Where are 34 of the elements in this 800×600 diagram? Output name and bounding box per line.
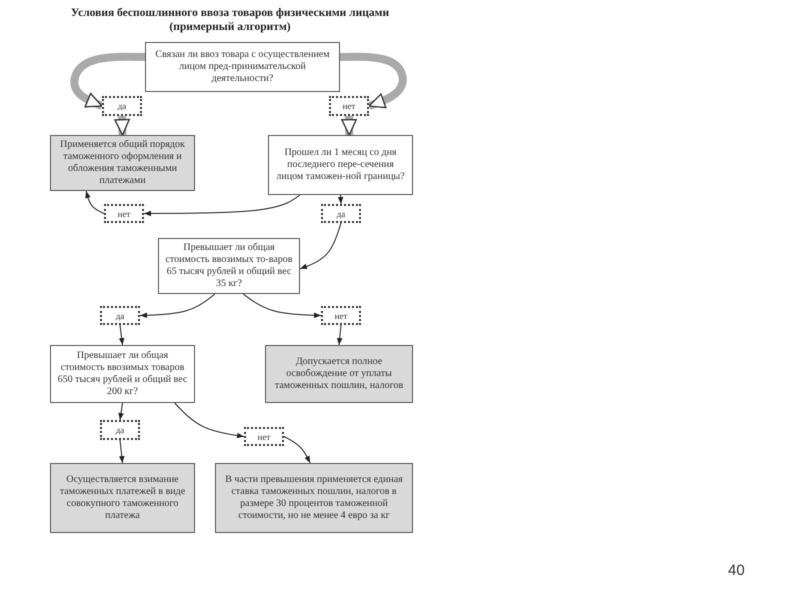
answer-box: да bbox=[100, 420, 140, 440]
answer-box: нет bbox=[244, 427, 284, 446]
arrow bbox=[338, 194, 344, 204]
arrow bbox=[174, 402, 244, 438]
question-box: Превышает ли общая стоимость ввозимых то-варов 65 тысяч рублей и общий вес 35 кг? bbox=[158, 238, 300, 294]
arrow bbox=[140, 294, 216, 318]
answer-box: да bbox=[321, 204, 361, 223]
result-box: В части превышения применяется единая ставка таможенных пошлин, налогов в размере 30 процентов таможенной стоимости, но не менее 4 евро за кг bbox=[215, 463, 413, 533]
arrow bbox=[144, 194, 300, 216]
block-arrow bbox=[70, 52, 146, 110]
question-box: Связан ли ввоз товара с осуществлением лицом пред-принимательской деятельности? bbox=[145, 42, 340, 92]
result-box: Применяется общий порядок таможенного оформления и обложения таможенными платежами bbox=[50, 135, 195, 191]
arrow bbox=[85, 190, 104, 214]
answer-box: нет bbox=[321, 306, 361, 325]
answer-box: нет bbox=[104, 204, 144, 223]
question-box: Превышает ли общая стоимость ввозимых товаров 650 тысяч рублей и общий вес 200 кг? bbox=[50, 345, 195, 403]
block-arrow bbox=[340, 52, 407, 110]
block-arrow bbox=[114, 116, 130, 136]
arrow bbox=[300, 222, 342, 270]
diagram-title: Условия беспошлинного ввоза товаров физическими лицами (примерный алгоритм) bbox=[70, 6, 390, 34]
arrow bbox=[118, 402, 124, 420]
arrow bbox=[118, 440, 125, 464]
arrow bbox=[118, 324, 124, 346]
arrow bbox=[336, 324, 342, 346]
answer-box: да bbox=[100, 306, 140, 325]
arrow bbox=[284, 436, 311, 464]
answer-box: нет bbox=[329, 96, 369, 116]
page-number: 40 bbox=[728, 562, 745, 579]
question-box: Прошел ли 1 месяц со дня последнего пере-сечения лицом таможен-ной границы? bbox=[268, 135, 413, 195]
arrow bbox=[242, 294, 322, 318]
answer-box: да bbox=[102, 96, 142, 116]
result-box: Осуществляется взимание таможенных платежей в виде совокупного таможенного платежа bbox=[50, 463, 195, 533]
result-box: Допускается полное освобождение от уплаты таможенных пошлин, налогов bbox=[265, 345, 413, 403]
block-arrow bbox=[341, 116, 357, 136]
